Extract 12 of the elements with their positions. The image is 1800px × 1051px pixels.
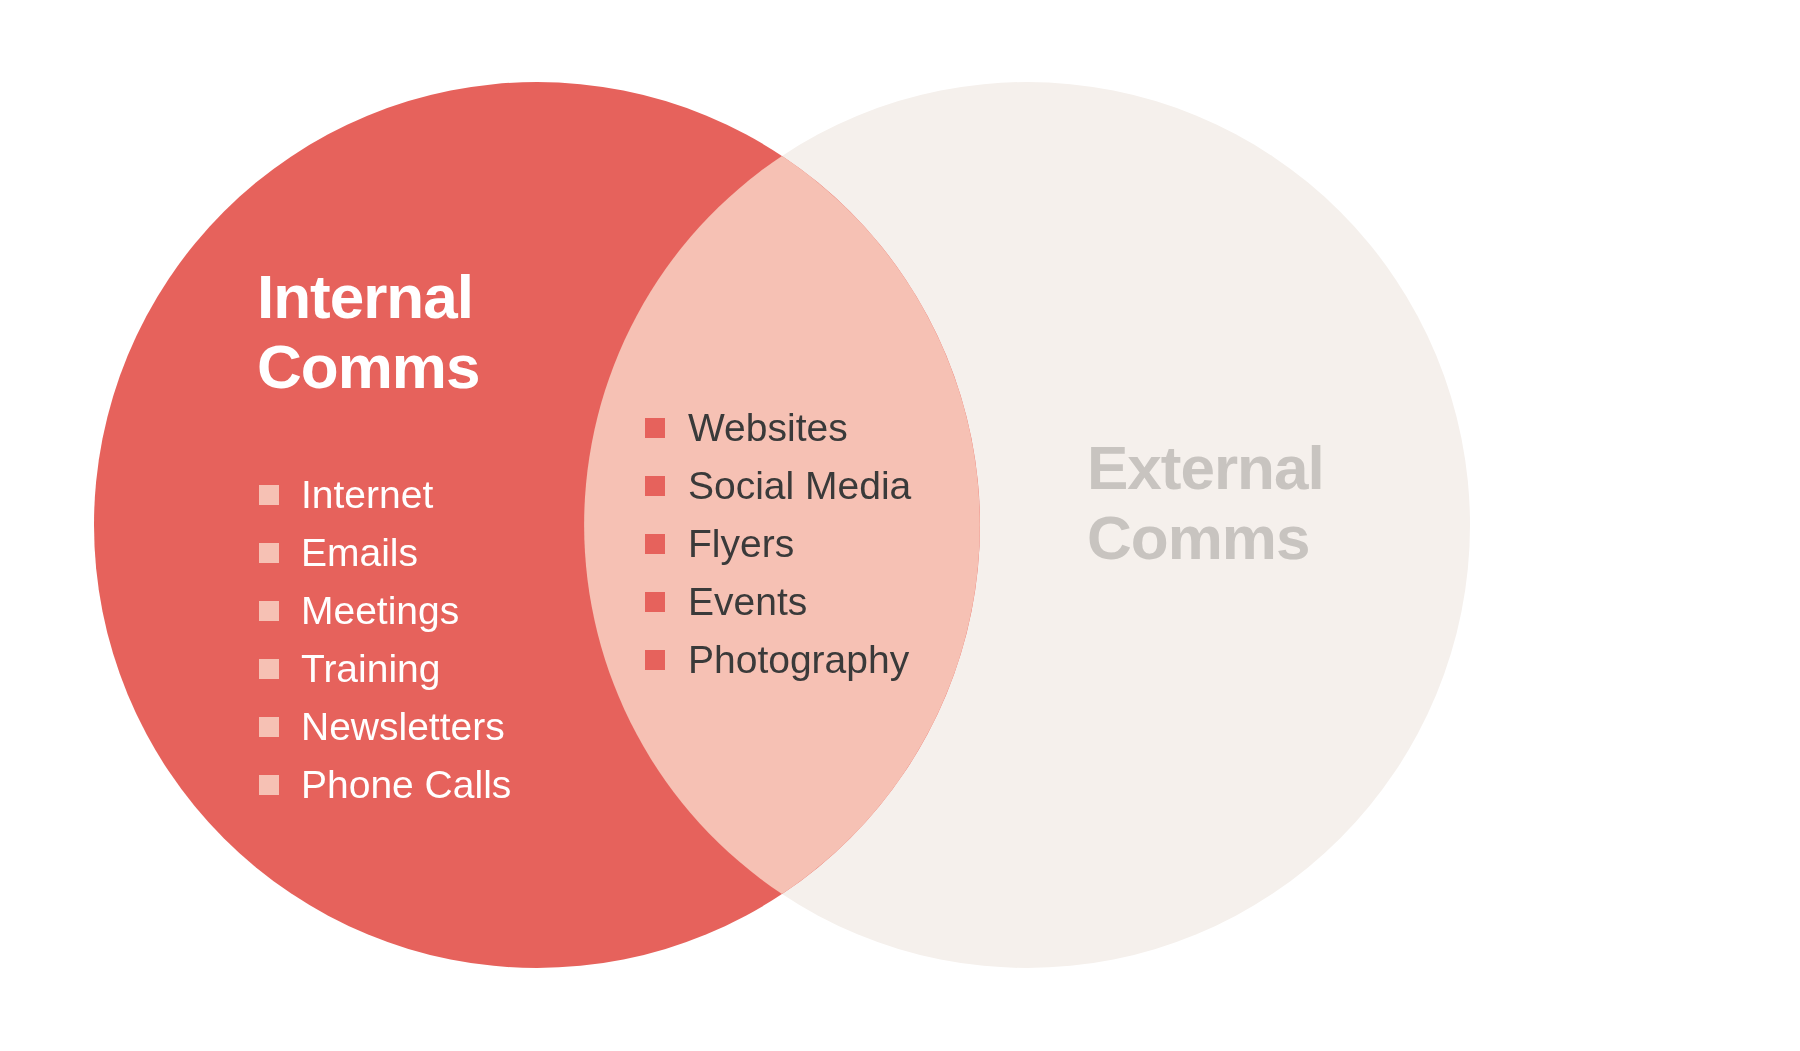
- list-item: Newsletters: [301, 704, 505, 750]
- list-item: Websites: [688, 405, 848, 451]
- list-item: Emails: [301, 530, 419, 576]
- list-item: Meetings: [301, 588, 460, 634]
- list-item: Flyers: [688, 521, 795, 567]
- list-item: Internet: [301, 472, 434, 518]
- list-item: Training: [301, 646, 441, 692]
- list-item: Photography: [688, 637, 910, 683]
- list-item: Phone Calls: [301, 762, 512, 808]
- circle-heading: Internal Comms: [257, 262, 481, 402]
- list-item: Events: [688, 579, 808, 625]
- list-item: Social Media: [688, 463, 912, 509]
